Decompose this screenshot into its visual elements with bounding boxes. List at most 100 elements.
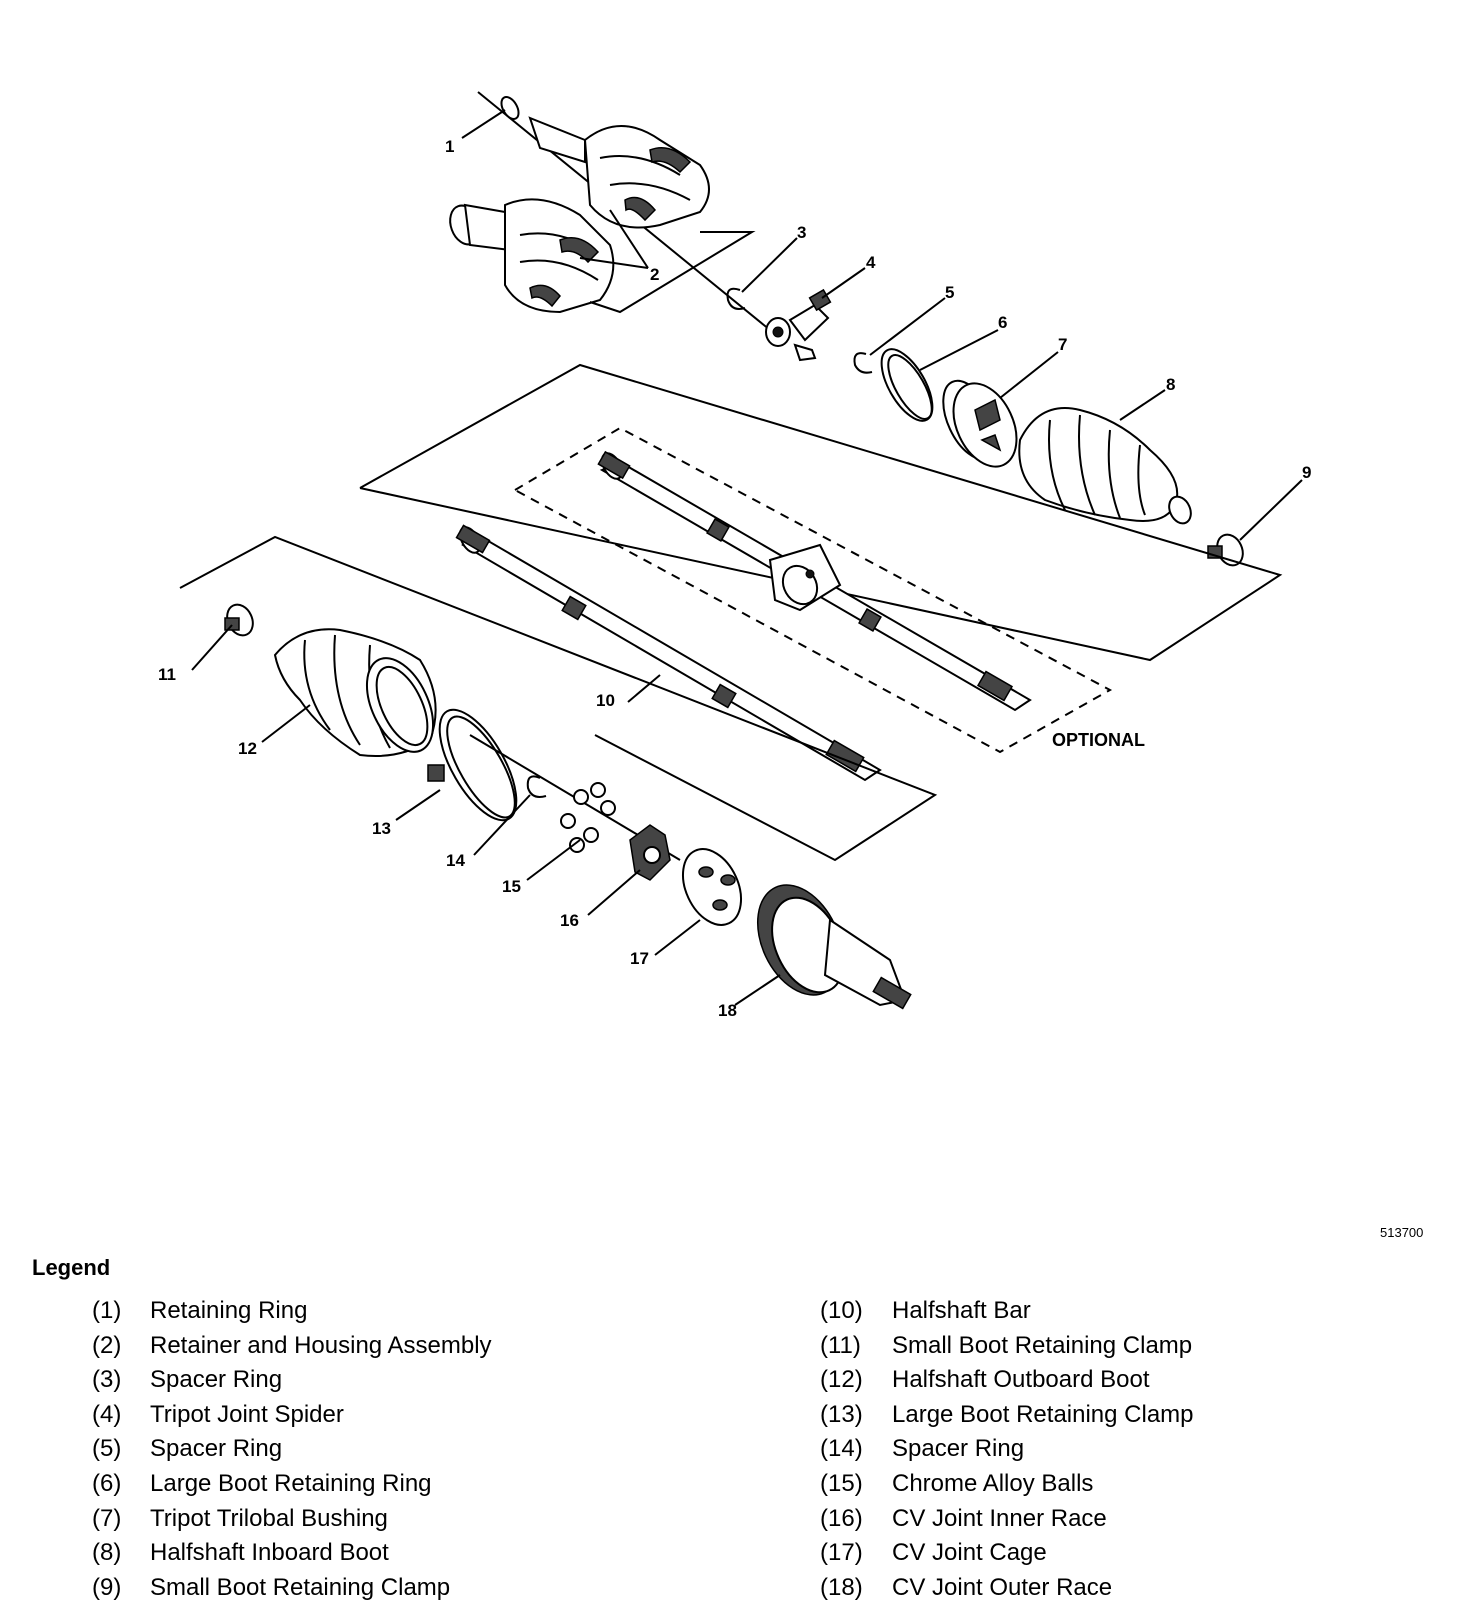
- callout-8: 8: [1166, 375, 1175, 394]
- legend-item-num: (8): [92, 1539, 122, 1567]
- legend-item-label: Spacer Ring: [150, 1435, 283, 1463]
- legend-item-num: (11): [820, 1331, 861, 1359]
- legend-item-4: (4) Tripot Joint Spider: [92, 1401, 492, 1436]
- legend-item-num: (18): [820, 1573, 863, 1601]
- legend-item-label: CV Joint Outer Race: [892, 1573, 1113, 1601]
- callout-18: 18: [718, 1001, 737, 1020]
- legend-item-1: (1) Retaining Ring: [92, 1297, 492, 1332]
- legend-item-18: (18) CV Joint Outer Race: [820, 1574, 1194, 1609]
- legend-item-5: (5) Spacer Ring: [92, 1435, 492, 1470]
- part-17-cv-joint-cage: [681, 848, 743, 926]
- legend-item-label: Small Boot Retaining Clamp: [892, 1331, 1193, 1359]
- legend-item-num: (15): [820, 1469, 863, 1497]
- legend-item-label: Tripot Joint Spider: [150, 1400, 344, 1428]
- part-12-outboard-boot: [273, 628, 437, 757]
- callout-2: 2: [650, 265, 659, 284]
- legend-item-num: (5): [92, 1435, 122, 1463]
- legend-item-label: Halfshaft Inboard Boot: [150, 1539, 389, 1567]
- callout-12: 12: [238, 739, 257, 758]
- legend-item-label: Halfshaft Bar: [892, 1297, 1031, 1324]
- callout-4: 4: [866, 253, 876, 272]
- callout-17: 17: [630, 949, 649, 968]
- part-16-cv-joint-inner-race: [629, 824, 671, 881]
- legend-item-num: (12): [820, 1366, 863, 1394]
- inboard-group: [359, 91, 1283, 662]
- legend-item-12: (12) Halfshaft Outboard Boot: [820, 1366, 1194, 1401]
- legend-column-right: (10) Halfshaft Bar (11) Small Boot Retaini…: [820, 1297, 1194, 1608]
- part-14-spacer-ring: [526, 775, 547, 798]
- part-15-chrome-alloy-balls: [560, 782, 616, 853]
- legend-item-label: Spacer Ring: [150, 1366, 283, 1394]
- callout-3: 3: [797, 223, 806, 242]
- legend-item-label: Large Boot Retaining Clamp: [892, 1400, 1194, 1428]
- legend-item-2: (2) Retainer and Housing Assembly: [92, 1332, 492, 1367]
- callout-9: 9: [1302, 463, 1311, 482]
- legend-item-num: (17): [820, 1539, 863, 1567]
- legend-item-num: (6): [92, 1469, 122, 1497]
- part-7-trilobal-bushing: [942, 379, 1018, 468]
- legend-item-11: (11) Small Boot Retaining Clamp: [820, 1332, 1194, 1367]
- callout-6: 6: [998, 313, 1007, 332]
- part-2-housing-upper: [528, 116, 710, 229]
- legend-item-label: CV Joint Cage: [892, 1539, 1047, 1567]
- legend-item-num: (10): [820, 1297, 863, 1324]
- callout-13: 13: [372, 819, 391, 838]
- part-8-inboard-boot: [1018, 407, 1192, 525]
- legend-item-8: (8) Halfshaft Inboard Boot: [92, 1539, 492, 1574]
- legend-item-10: (10) Halfshaft Bar: [820, 1297, 1194, 1332]
- legend-item-label: Large Boot Retaining Ring: [150, 1469, 432, 1497]
- callout-7: 7: [1058, 335, 1067, 354]
- legend-item-label: Small Boot Retaining Clamp: [150, 1573, 451, 1601]
- legend-item-num: (14): [820, 1435, 863, 1463]
- optional-shaft: [597, 450, 1032, 712]
- legend-item-6: (6) Large Boot Retaining Ring: [92, 1470, 492, 1505]
- optional-region: [512, 426, 1113, 754]
- legend-item-16: (16) CV Joint Inner Race: [820, 1505, 1194, 1540]
- legend-item-label: Tripot Trilobal Bushing: [150, 1504, 388, 1532]
- legend-item-label: Chrome Alloy Balls: [892, 1469, 1094, 1497]
- legend-item-label: Retainer and Housing Assembly: [150, 1331, 492, 1359]
- legend-item-num: (2): [92, 1331, 122, 1359]
- legend-column-left: (1) Retaining Ring (2) Retainer and Housin…: [92, 1297, 492, 1608]
- legend-item-3: (3) Spacer Ring: [92, 1366, 492, 1401]
- part-18-cv-joint-outer-race: [756, 884, 912, 1010]
- legend-item-14: (14) Spacer Ring: [820, 1435, 1194, 1470]
- outboard-group: [179, 535, 938, 1010]
- part-1-retaining-ring: [500, 96, 520, 120]
- legend-item-9: (9) Small Boot Retaining Clamp: [92, 1574, 492, 1609]
- legend-item-num: (7): [92, 1504, 122, 1532]
- optional-label: OPTIONAL: [1052, 730, 1145, 750]
- part-4-tripot-spider: [765, 288, 832, 362]
- callout-16: 16: [560, 911, 579, 930]
- legend-item-label: Retaining Ring: [150, 1297, 308, 1324]
- legend-item-label: CV Joint Inner Race: [892, 1504, 1107, 1532]
- legend-item-num: (3): [92, 1366, 122, 1394]
- legend-item-15: (15) Chrome Alloy Balls: [820, 1470, 1194, 1505]
- part-11-small-boot-clamp: [224, 603, 254, 637]
- part-3-spacer-ring: [726, 287, 746, 310]
- callout-10: 10: [596, 691, 615, 710]
- legend-title: Legend: [32, 1255, 111, 1280]
- exploded-halfshaft-diagram: 1 2 3 4 5 6 7 8 9 10 11 12 13 14 15 16 1…: [158, 91, 1311, 1020]
- legend-item-num: (1): [92, 1297, 122, 1324]
- callout-11: 11: [158, 665, 176, 684]
- legend-item-13: (13) Large Boot Retaining Clamp: [820, 1401, 1194, 1436]
- leader-lines: [191, 109, 1303, 1006]
- callout-1: 1: [445, 137, 454, 156]
- shaft-group: [455, 426, 1113, 782]
- callout-labels: 1 2 3 4 5 6 7 8 9 10 11 12 13 14 15 16 1…: [158, 137, 1311, 1020]
- legend-item-label: Halfshaft Outboard Boot: [892, 1366, 1150, 1394]
- legend-item-num: (9): [92, 1573, 122, 1601]
- legend-item-num: (16): [820, 1504, 863, 1532]
- callout-5: 5: [945, 283, 954, 302]
- figure-id: 513700: [1380, 1225, 1424, 1240]
- legend-item-17: (17) CV Joint Cage: [820, 1539, 1194, 1574]
- part-6-large-boot-retaining-ring: [880, 348, 934, 422]
- part-10-halfshaft-bar: [455, 524, 882, 782]
- legend-item-label: Spacer Ring: [892, 1435, 1025, 1463]
- legend-item-7: (7) Tripot Trilobal Bushing: [92, 1505, 492, 1540]
- legend-item-num: (4): [92, 1400, 122, 1428]
- callout-14: 14: [446, 851, 465, 870]
- part-5-spacer-ring: [853, 352, 873, 374]
- legend-item-num: (13): [820, 1400, 863, 1428]
